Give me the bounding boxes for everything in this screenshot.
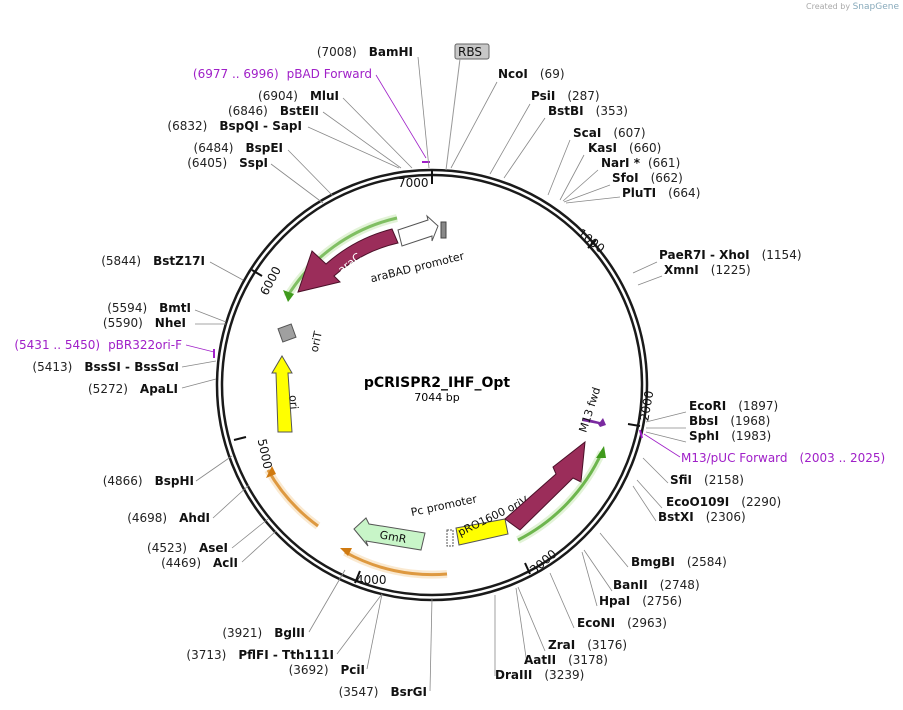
site-bstz17i[interactable]: (5844)BstZ17I bbox=[101, 254, 205, 268]
site-ecori[interactable]: EcoRI(1897) bbox=[689, 399, 778, 413]
tick-marks bbox=[233, 170, 641, 584]
site-draiii[interactable]: DraIII(3239) bbox=[495, 668, 584, 682]
orit-box bbox=[277, 323, 297, 343]
tick-1000 bbox=[587, 239, 597, 249]
primer-connectors bbox=[185, 74, 681, 458]
site-bspei[interactable]: (6484)BspEI bbox=[194, 141, 283, 155]
site-bbsi[interactable]: BbsI(1968) bbox=[689, 414, 770, 428]
site-sfii[interactable]: SfiI(2158) bbox=[670, 473, 744, 487]
site-labels-right: NcoI(69) PsiI(287) BstBI(353) ScaI(607) … bbox=[495, 67, 802, 682]
site-sspi[interactable]: (6405)SspI bbox=[187, 156, 268, 170]
snapgene-credit: Created by SnapGene bbox=[806, 2, 899, 12]
site-xmni[interactable]: XmnI(1225) bbox=[664, 263, 751, 277]
site-apali[interactable]: (5272)ApaLI bbox=[88, 382, 178, 396]
ori-label: ori bbox=[286, 395, 300, 410]
tick-label-5000: 5000 bbox=[255, 437, 275, 470]
site-bsteii[interactable]: (6846)BstEII bbox=[228, 104, 319, 118]
m13-fwd-primer bbox=[582, 418, 606, 427]
tick-6000 bbox=[251, 269, 263, 277]
gmr-label: GmR bbox=[379, 528, 408, 546]
site-sapi[interactable]: (6832)BspQI - SapI bbox=[167, 119, 302, 133]
snapgene-logo: SnapGene bbox=[852, 2, 899, 12]
plasmid-length: 7044 bp bbox=[414, 391, 459, 404]
site-bsphi[interactable]: (4866)BspHI bbox=[103, 474, 194, 488]
site-tth111i[interactable]: (3713)PflFI - Tth111I bbox=[186, 648, 334, 662]
tick-3000 bbox=[524, 562, 531, 575]
arabad-promoter-arrow bbox=[397, 214, 439, 247]
primer-m13-puc-forward[interactable]: M13/pUC Forward(2003 .. 2025) bbox=[681, 451, 885, 465]
site-connectors-right bbox=[450, 81, 687, 676]
plasmid-title-block: pCRISPR2_IHF_Opt 7044 bp bbox=[364, 375, 511, 404]
credit-prefix: Created by bbox=[806, 2, 851, 11]
plasmid-name: pCRISPR2_IHF_Opt bbox=[364, 375, 511, 391]
arac-arrow bbox=[297, 228, 399, 293]
site-hpai[interactable]: HpaI(2756) bbox=[599, 594, 682, 608]
arabad-promoter-label: araBAD promoter bbox=[369, 249, 466, 285]
site-labels-left: (7008)BamHI (6904)MluI (6846)BstEII (683… bbox=[32, 45, 427, 699]
oriv-box bbox=[455, 518, 509, 546]
primer-pbr322ori-f[interactable]: (5431 .. 5450)pBR322ori-F bbox=[14, 338, 182, 352]
primer-labels: (6977 .. 6996)pBAD Forward (5431 .. 5450… bbox=[14, 67, 885, 465]
site-ncoi[interactable]: NcoI(69) bbox=[498, 67, 565, 81]
tick-label-1000: 1000 bbox=[575, 226, 608, 256]
site-pcii[interactable]: (3692)PciI bbox=[289, 663, 365, 677]
site-ahdi[interactable]: (4698)AhdI bbox=[127, 511, 210, 525]
rbs-feature[interactable]: RBS bbox=[440, 43, 490, 239]
site-xhoi[interactable]: PaeR7I - XhoI(1154) bbox=[659, 248, 802, 262]
site-connectors-left bbox=[181, 56, 433, 692]
site-sfoi[interactable]: SfoI(662) bbox=[612, 171, 683, 185]
site-aatii[interactable]: AatII(3178) bbox=[524, 653, 608, 667]
site-acli[interactable]: (4469)AclI bbox=[161, 556, 238, 570]
site-bsssi[interactable]: (5413)BssSI - BssSαI bbox=[32, 360, 179, 374]
site-nhei[interactable]: (5590)NheI bbox=[103, 316, 186, 330]
primer-arc-arac bbox=[285, 216, 398, 298]
m13-fwd-label: M13 fwd bbox=[577, 386, 604, 434]
site-nari[interactable]: NarI *(661) bbox=[601, 156, 680, 170]
site-bmti[interactable]: (5594)BmtI bbox=[107, 301, 191, 315]
ori-arrow bbox=[271, 355, 293, 433]
site-ecoo109i[interactable]: EcoO109I(2290) bbox=[666, 495, 781, 509]
site-bglii[interactable]: (3921)BglII bbox=[222, 626, 305, 640]
site-pluti[interactable]: PluTI(664) bbox=[622, 186, 700, 200]
feature-arc-bottom bbox=[344, 550, 448, 577]
site-asei[interactable]: (4523)AseI bbox=[147, 541, 228, 555]
rbs-label: RBS bbox=[458, 45, 482, 59]
tick-5000 bbox=[233, 436, 247, 441]
tick-label-6000: 6000 bbox=[257, 264, 284, 298]
tick-label-4000: 4000 bbox=[356, 573, 387, 587]
site-psii[interactable]: PsiI(287) bbox=[531, 89, 600, 103]
site-scai[interactable]: ScaI(607) bbox=[573, 126, 646, 140]
tick-2000 bbox=[627, 423, 641, 427]
gmr-arrow bbox=[353, 517, 426, 551]
site-bmgbi[interactable]: BmgBI(2584) bbox=[631, 555, 727, 569]
site-bamhi[interactable]: (7008)BamHI bbox=[317, 45, 413, 59]
m13-puc-forward-marker bbox=[639, 429, 643, 439]
orit-label: oriT bbox=[308, 330, 325, 354]
rep-arrow bbox=[504, 440, 586, 531]
site-econi[interactable]: EcoNI(2963) bbox=[577, 616, 667, 630]
site-bstbi[interactable]: BstBI(353) bbox=[548, 104, 628, 118]
site-sphi[interactable]: SphI(1983) bbox=[689, 429, 771, 443]
tick-label-2000: 2000 bbox=[637, 390, 656, 423]
site-bstxi[interactable]: BstXI(2306) bbox=[658, 510, 746, 524]
site-kasi[interactable]: KasI(660) bbox=[588, 141, 661, 155]
site-banii[interactable]: BanII(2748) bbox=[613, 578, 700, 592]
site-zrai[interactable]: ZraI(3176) bbox=[548, 638, 627, 652]
tick-4000 bbox=[354, 570, 361, 584]
pc-promoter-label: Pc promoter bbox=[410, 492, 479, 519]
pc-promoter bbox=[446, 529, 454, 547]
site-bsrgi[interactable]: (3547)BsrGI bbox=[339, 685, 427, 699]
site-mlui[interactable]: (6904)MluI bbox=[258, 89, 339, 103]
tick-label-7000: 7000 bbox=[398, 176, 429, 190]
primer-pbad-forward[interactable]: (6977 .. 6996)pBAD Forward bbox=[193, 67, 372, 81]
feature-arc-right bbox=[517, 451, 604, 542]
